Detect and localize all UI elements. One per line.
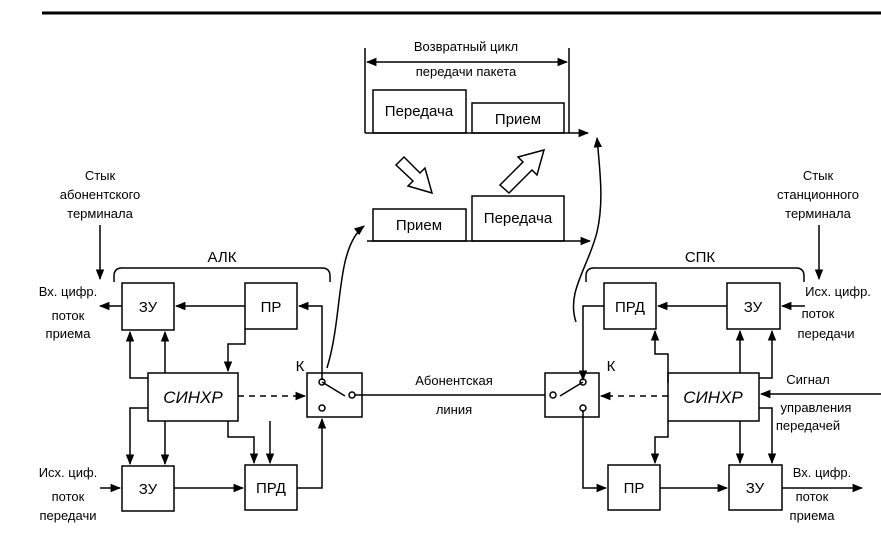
top-tx-label: Передача bbox=[385, 103, 454, 120]
left-sync-to-zu-bottom-1 bbox=[125, 407, 148, 466]
bottom-rx-block bbox=[372, 208, 467, 242]
right-group-label: СПК bbox=[685, 249, 716, 266]
right-switch-to-timing-curve bbox=[572, 136, 603, 323]
top-rx-label: Прием bbox=[495, 111, 541, 128]
left-sync-label: СИНХР bbox=[163, 388, 223, 407]
left-sync-box bbox=[147, 372, 239, 422]
right-switch-contact-left bbox=[549, 391, 557, 399]
left-out-stream-1: Исх. циф. bbox=[39, 465, 98, 480]
hollow-arrow-down bbox=[394, 155, 434, 195]
right-prd-to-switch bbox=[578, 305, 604, 382]
right-prd-label: ПРД bbox=[615, 299, 645, 316]
right-interface-label-1: Стык bbox=[803, 168, 834, 183]
cycle-label-line2: передачи пакета bbox=[416, 64, 517, 79]
left-pr-to-sync bbox=[223, 329, 246, 373]
bottom-rx-label: Прием bbox=[396, 217, 442, 234]
left-interface-label-1: Стык bbox=[85, 168, 116, 183]
timing-diagram bbox=[364, 48, 592, 246]
left-interface-label-3: терминала bbox=[67, 206, 133, 221]
line-label-1: Абонентская bbox=[415, 373, 493, 388]
left-interface-label-2: абонентского bbox=[60, 187, 141, 202]
right-bus-to-zu-top bbox=[759, 329, 777, 379]
left-in-stream-1: Вх. цифр. bbox=[39, 284, 98, 299]
right-in-stream-2: поток bbox=[796, 489, 829, 504]
left-group-label: АЛК bbox=[208, 249, 237, 266]
left-out-stream-3: передачи bbox=[39, 508, 96, 523]
line-label-2: линия bbox=[436, 402, 472, 417]
right-zu-bottom-label: ЗУ bbox=[746, 480, 765, 497]
right-sync-to-prd bbox=[650, 329, 669, 383]
right-switch-blade bbox=[559, 381, 584, 397]
cycle-label-line1: Возвратный цикл bbox=[414, 39, 518, 54]
right-signal-3: передачей bbox=[776, 418, 840, 433]
left-switch-contact-right bbox=[348, 391, 356, 399]
right-signal-1: Сигнал bbox=[786, 372, 829, 387]
hollow-arrow-up bbox=[498, 148, 546, 195]
left-side bbox=[95, 225, 363, 512]
left-zu-bottom-label: ЗУ bbox=[139, 481, 158, 498]
right-switch-label: К bbox=[607, 358, 616, 375]
bottom-tx-label: Передача bbox=[484, 210, 553, 227]
right-out-stream-3: передачи bbox=[797, 326, 854, 341]
left-switch-to-pr bbox=[297, 301, 323, 380]
spk-brace bbox=[585, 267, 805, 282]
right-switch-to-pr bbox=[582, 410, 608, 493]
left-bus-to-zu-top bbox=[125, 330, 148, 379]
right-pr-label: ПР bbox=[624, 480, 645, 497]
right-interface-label-2: станционного bbox=[777, 187, 859, 202]
right-in-stream-1: Вх. цифр. bbox=[793, 465, 852, 480]
bottom-tx-block bbox=[471, 195, 565, 242]
right-signal-2: управления bbox=[781, 400, 852, 415]
top-tx-block bbox=[372, 89, 467, 134]
left-prd-to-switch bbox=[297, 417, 327, 489]
left-in-stream-2: поток bbox=[52, 308, 85, 323]
left-zu-top-label: ЗУ bbox=[139, 299, 158, 316]
right-sync-label: СИНХР bbox=[683, 388, 743, 407]
right-switch-box bbox=[544, 372, 600, 418]
left-switch-contact-bottom bbox=[318, 404, 326, 412]
right-sync-box bbox=[667, 372, 760, 422]
right-in-stream-3: приема bbox=[790, 508, 836, 523]
right-bus-to-zu-bottom bbox=[759, 407, 777, 465]
left-prd-label: ПРД bbox=[256, 480, 286, 497]
left-pr-label: ПР bbox=[261, 299, 282, 316]
right-out-stream-1: Исх. цифр. bbox=[805, 284, 871, 299]
right-sync-to-pr bbox=[650, 421, 669, 465]
top-rx-block bbox=[471, 102, 565, 134]
left-switch-label: К bbox=[296, 358, 305, 375]
alk-brace bbox=[113, 267, 331, 282]
left-switch-blade bbox=[321, 381, 346, 397]
left-out-stream-2: поток bbox=[52, 489, 85, 504]
right-zu-top-label: ЗУ bbox=[744, 299, 763, 316]
right-side bbox=[544, 225, 881, 511]
left-sync-to-prd-1 bbox=[227, 421, 259, 465]
left-in-stream-3: приема bbox=[46, 326, 92, 341]
right-interface-label-3: терминала bbox=[785, 206, 851, 221]
left-switch-to-timing-curve bbox=[326, 225, 365, 369]
right-out-stream-2: поток bbox=[802, 306, 835, 321]
